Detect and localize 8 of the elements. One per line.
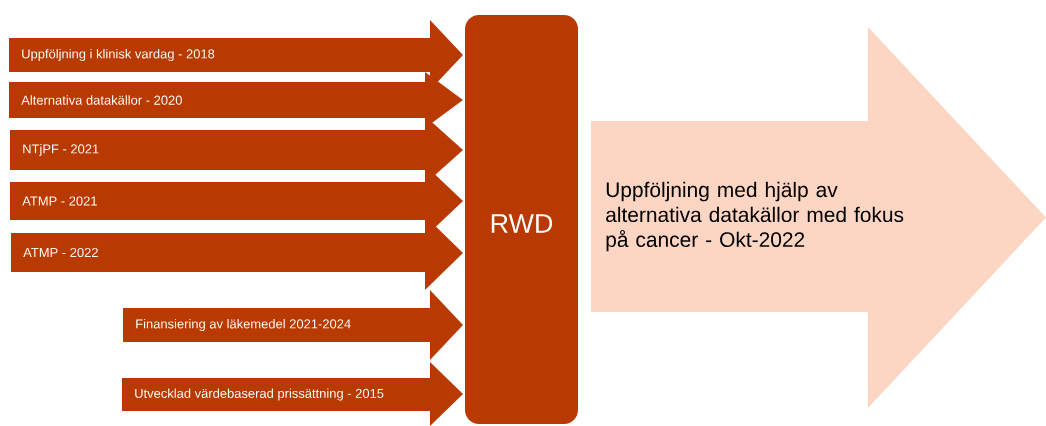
arrow-box: ATMP - 2022 xyxy=(11,216,463,290)
arrow-box: NTjPF - 2021 xyxy=(10,116,463,184)
arrow-box: Alternativa datakällor - 2020 xyxy=(9,72,463,128)
arrow-box: ATMP - 2021 xyxy=(10,165,463,237)
arrow-box: Finansiering av läkemedel 2021-2024 xyxy=(123,290,463,360)
arrow-box: Utvecklad värdebaserad prissättning - 2015 xyxy=(122,362,463,426)
rounded-box: RWD xyxy=(465,15,578,424)
arrow-box: Uppföljning i klinisk vardag - 2018 xyxy=(9,20,463,90)
